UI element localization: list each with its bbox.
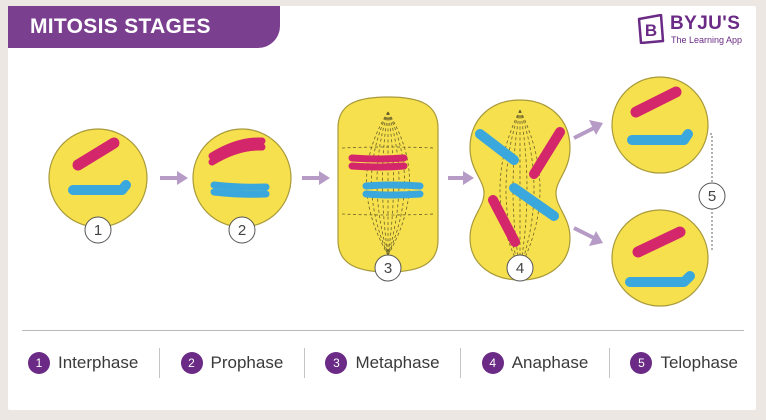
legend-label: Metaphase (355, 353, 440, 372)
chromosome-blue (627, 129, 693, 145)
arrow-icon (573, 226, 603, 246)
legend-number-badge: 4 (481, 352, 504, 374)
chromosome-red (208, 137, 266, 166)
legend-number-badge: 3 (325, 352, 348, 374)
chromosome-blue (68, 180, 131, 195)
chromosome-blue (509, 183, 559, 221)
legend-separator (608, 348, 610, 378)
legend-divider (22, 330, 744, 331)
chromosome-red (488, 195, 520, 247)
interphase-cell: 1 (48, 128, 148, 244)
title-banner: MITOSIS STAGES (8, 6, 280, 48)
brand-logo-icon: B (637, 14, 665, 44)
chromosome-blue (475, 129, 519, 165)
prophase-cell: 2 (192, 128, 292, 244)
step-number-1: 1 (94, 222, 102, 239)
legend-label: Prophase (210, 353, 284, 372)
step-number-2: 2 (238, 222, 246, 239)
step-number-3: 3 (384, 260, 392, 277)
legend-number-badge: 1 (28, 352, 50, 374)
legend-label: Anaphase (511, 353, 589, 372)
metaphase-cell: 3 (337, 96, 439, 282)
legend-item-prophase: 2 Prophase (175, 352, 290, 374)
legend-separator (460, 348, 462, 378)
arrow-icon (160, 171, 188, 185)
chromosome-red (632, 226, 686, 258)
chromosome-red (72, 137, 120, 171)
chromosome-red (630, 86, 682, 118)
diagram-title: MITOSIS STAGES (30, 15, 211, 38)
stage-arrows (160, 120, 603, 246)
legend-label: Interphase (58, 353, 139, 372)
legend-number-badge: 5 (630, 352, 653, 374)
step-number-5: 5 (708, 188, 716, 205)
anaphase-cell: 4 (469, 99, 571, 282)
brand-logo: B BYJU'S The Learning App (636, 13, 751, 48)
brand-name: BYJU'S (670, 13, 741, 34)
chromosome-blue (210, 181, 270, 198)
arrow-icon (448, 171, 474, 185)
legend-number-badge: 2 (180, 352, 203, 374)
chromosome-red (529, 127, 565, 179)
brand-tagline: The Learning App (671, 35, 743, 45)
legend-item-anaphase: 4 Anaphase (476, 352, 595, 374)
arrow-icon (573, 120, 603, 140)
legend-separator (303, 348, 305, 378)
brand-mark-letter: B (645, 21, 657, 40)
legend-item-interphase: 1 Interphase (22, 352, 144, 374)
step-number-4: 4 (516, 260, 524, 277)
telophase-cells: 5 (611, 76, 726, 307)
chromosome-blue (362, 181, 424, 199)
chromosome-blue (625, 271, 695, 287)
chromosome-red (348, 154, 408, 171)
legend-item-telophase: 5 Telophase (624, 352, 744, 374)
legend-separator (158, 348, 160, 378)
arrow-icon (302, 171, 330, 185)
legend-item-metaphase: 3 Metaphase (319, 352, 445, 374)
legend-label: Telophase (660, 353, 738, 372)
stage-legend: 1 Interphase 2 Prophase 3 Metaphase 4 An… (22, 345, 744, 381)
